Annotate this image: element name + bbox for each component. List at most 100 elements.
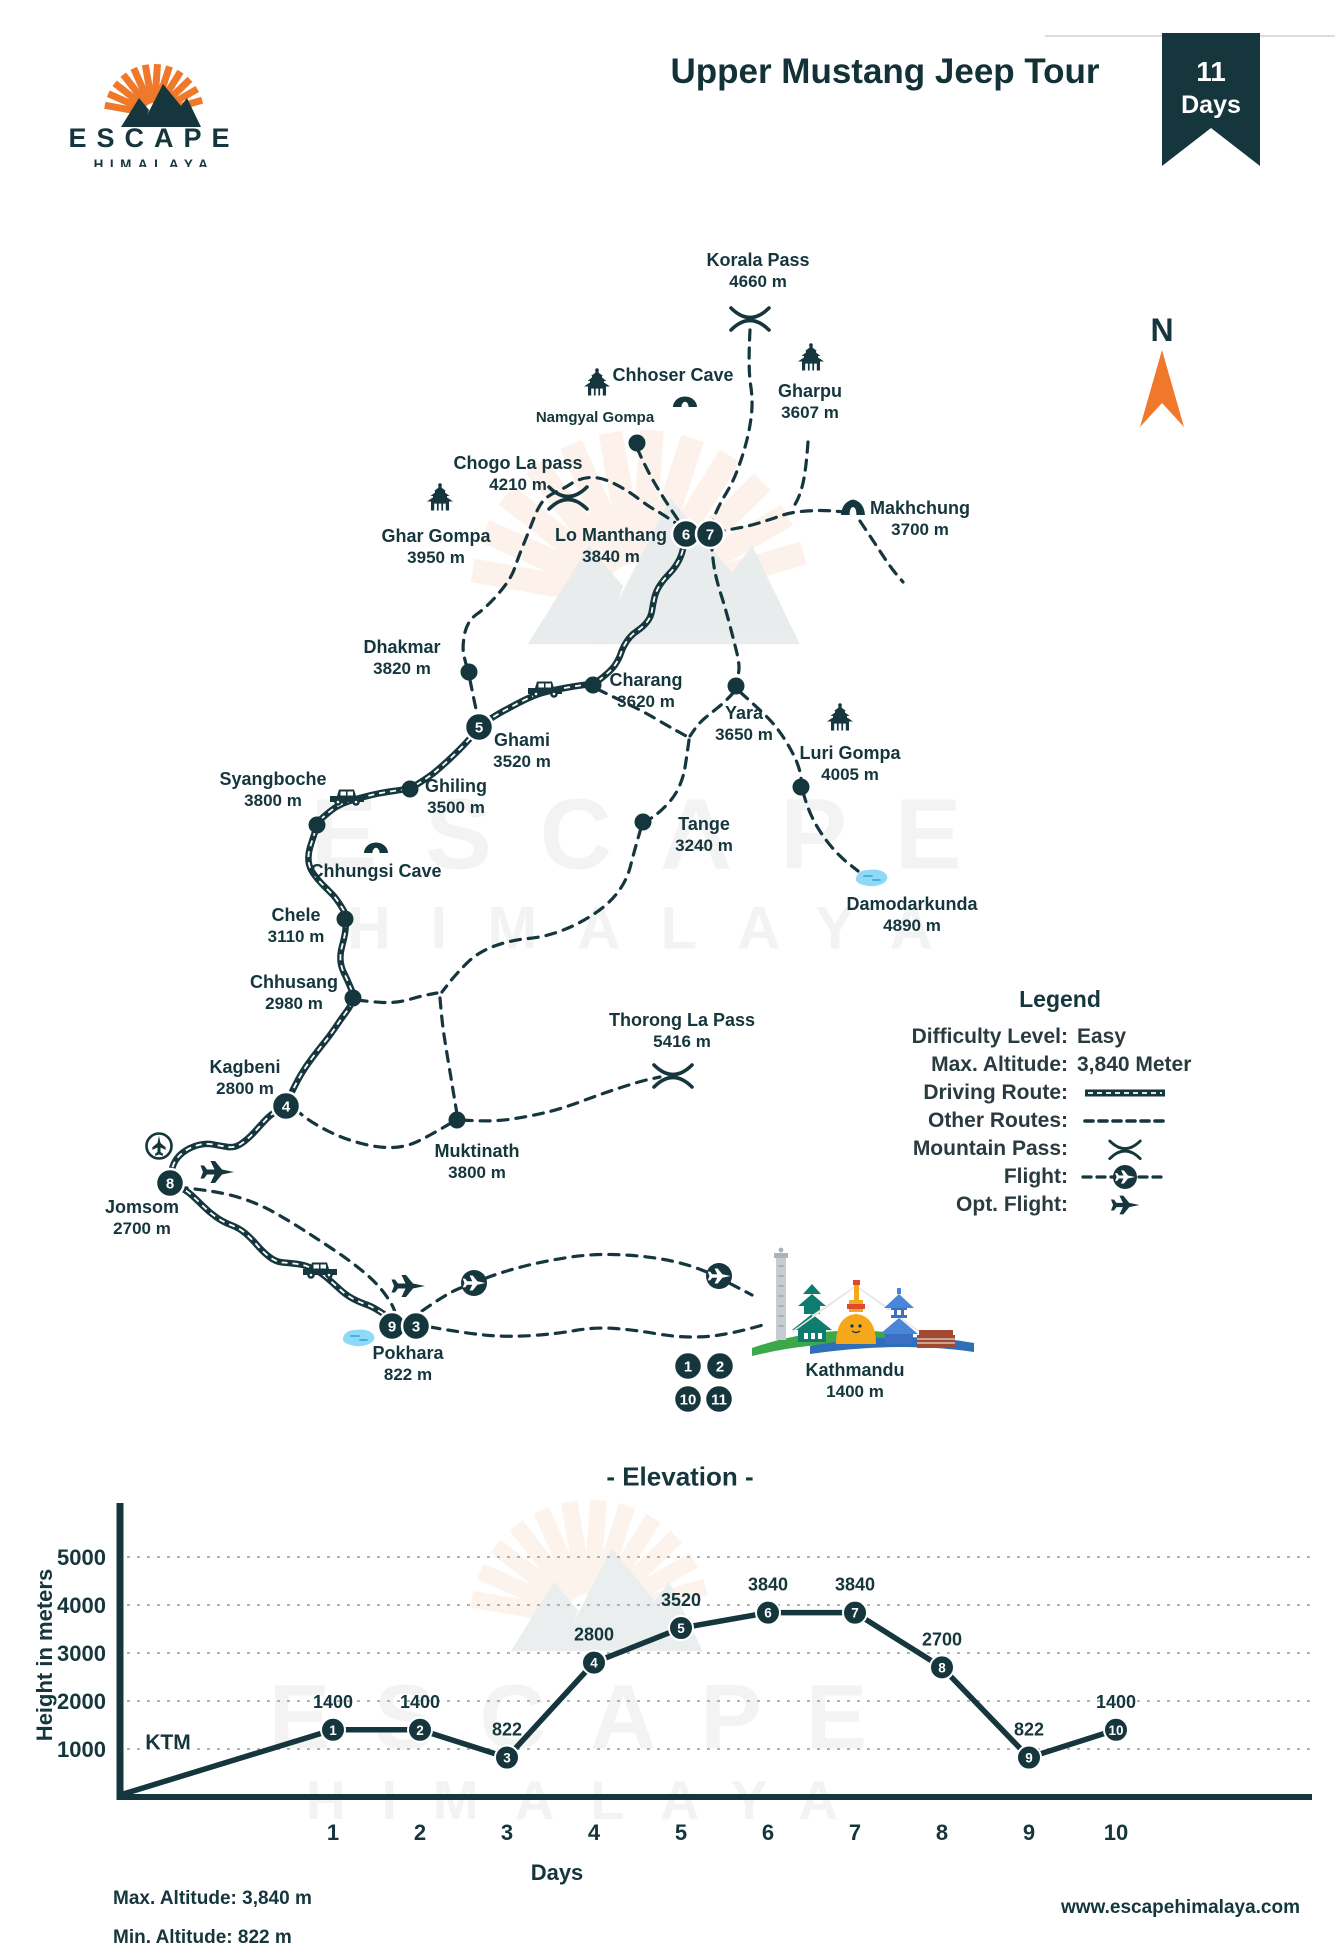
other-route: [295, 1109, 453, 1150]
chart-value-label: 3520: [661, 1590, 701, 1610]
other-route: [789, 440, 810, 513]
x-tick-6: 6: [762, 1820, 774, 1845]
svg-text:6: 6: [682, 527, 690, 544]
footer-max-altitude: Max. Altitude: 3,840 m: [113, 1888, 312, 1909]
lake-icon: [855, 868, 889, 888]
chart-value-label: 822: [1014, 1720, 1044, 1740]
svg-text:2: 2: [716, 1359, 724, 1376]
driving-route-centerline: [171, 1183, 393, 1321]
other-route: [801, 790, 860, 873]
other-route: [355, 991, 439, 1005]
ribbon-days-count: 11: [1196, 56, 1226, 87]
legend-label: Opt. Flight:: [956, 1193, 1068, 1216]
svg-text:8: 8: [938, 1660, 946, 1675]
temple-icon: [827, 703, 853, 731]
other-route: [712, 508, 847, 534]
svg-text:7: 7: [706, 527, 714, 544]
driving-route: [166, 1099, 290, 1182]
lake-icon: [341, 1328, 376, 1348]
day-node-1: 1: [672, 1350, 704, 1382]
svg-text:7: 7: [851, 1606, 859, 1621]
other-route: [738, 690, 804, 789]
legend-row-max-altitude: Max. Altitude:3,840 Meter: [880, 1051, 1240, 1079]
x-tick-2: 2: [414, 1820, 426, 1845]
location-dot: [448, 1111, 466, 1129]
boudhanath-stupa: [791, 1280, 921, 1344]
svg-text:9: 9: [388, 1319, 396, 1336]
chart-value-label: 822: [492, 1720, 522, 1740]
chart-point-day-3: 3 822: [492, 1720, 522, 1771]
logo-mountain-icon: [105, 64, 202, 127]
location-dot: [308, 816, 326, 834]
chart-start-label: KTM: [145, 1731, 191, 1754]
north-indicator: N: [1140, 312, 1184, 427]
temple-icon: [427, 483, 453, 511]
legend-pass-symbol: [1077, 1135, 1173, 1163]
logo-line2: HIMALAYA: [94, 157, 215, 167]
svg-text:10: 10: [680, 1392, 697, 1409]
other-route: [709, 538, 741, 682]
location-dot: [401, 780, 419, 798]
elevation-section-title: - Elevation -: [606, 1461, 754, 1492]
y-tick-4000: 4000: [57, 1593, 106, 1618]
legend-plane-symbol: [1077, 1191, 1173, 1219]
legend-label: Mountain Pass:: [912, 1137, 1068, 1160]
legend-row-opt-flight: Opt. Flight:: [880, 1191, 1240, 1219]
svg-text:4: 4: [590, 1656, 598, 1671]
plane-icon: [392, 1275, 426, 1297]
y-tick-5000: 5000: [57, 1545, 106, 1570]
other-route: [175, 1185, 398, 1319]
legend-value: 3,840 Meter: [1077, 1053, 1192, 1076]
day-node-3: 3: [400, 1310, 432, 1342]
other-route: [440, 826, 643, 994]
chart-point-day-9: 9 822: [1014, 1720, 1044, 1771]
day-node-7: 7: [694, 518, 726, 550]
teal-pagoda: [792, 1284, 832, 1342]
x-tick-3: 3: [501, 1820, 513, 1845]
x-tick-10: 10: [1104, 1820, 1128, 1845]
svg-text:3: 3: [412, 1319, 420, 1336]
svg-text:5: 5: [475, 720, 483, 737]
location-dot: [727, 677, 745, 695]
svg-text:9: 9: [1025, 1751, 1033, 1766]
location-dot: [792, 778, 810, 796]
svg-text:2: 2: [416, 1723, 424, 1738]
other-route: [635, 446, 685, 529]
y-axis-label: Height in meters: [32, 1569, 57, 1741]
legend-label: Difficulty Level:: [911, 1025, 1068, 1048]
temple-icon: [798, 343, 824, 371]
cave-icon: [364, 842, 388, 853]
day-node-4: 4: [270, 1090, 302, 1122]
other-route: [461, 475, 685, 666]
legend-row-driving-route: Driving Route:: [880, 1079, 1240, 1107]
legend-row-other-routes: Other Routes:: [880, 1107, 1240, 1135]
legend-title: Legend: [1019, 986, 1101, 1012]
legend-label: Other Routes:: [927, 1109, 1068, 1132]
footer-website-link[interactable]: www.escapehimalaya.com: [1060, 1897, 1300, 1918]
chart-value-label: 1400: [400, 1692, 440, 1712]
location-dot: [634, 813, 652, 831]
y-tick-2000: 2000: [57, 1689, 106, 1714]
svg-text:1: 1: [684, 1359, 692, 1376]
driving-route: [285, 995, 357, 1102]
other-route: [858, 519, 905, 584]
svg-text:1: 1: [329, 1723, 337, 1738]
ribbon-days-label: Days: [1181, 91, 1241, 119]
other-route: [688, 690, 736, 738]
svg-text:3: 3: [503, 1751, 511, 1766]
x-axis-label: Days: [531, 1860, 584, 1885]
days-ribbon-badge: 11 Days: [1162, 33, 1260, 166]
watermark-logo-map: [473, 430, 804, 644]
other-route: [460, 1075, 662, 1123]
x-tick-7: 7: [849, 1820, 861, 1845]
plane-circle-icon: [706, 1263, 732, 1289]
day-node-5: 5: [463, 711, 495, 743]
chart-value-label: 2700: [922, 1629, 962, 1649]
temple-icon: [584, 368, 610, 396]
